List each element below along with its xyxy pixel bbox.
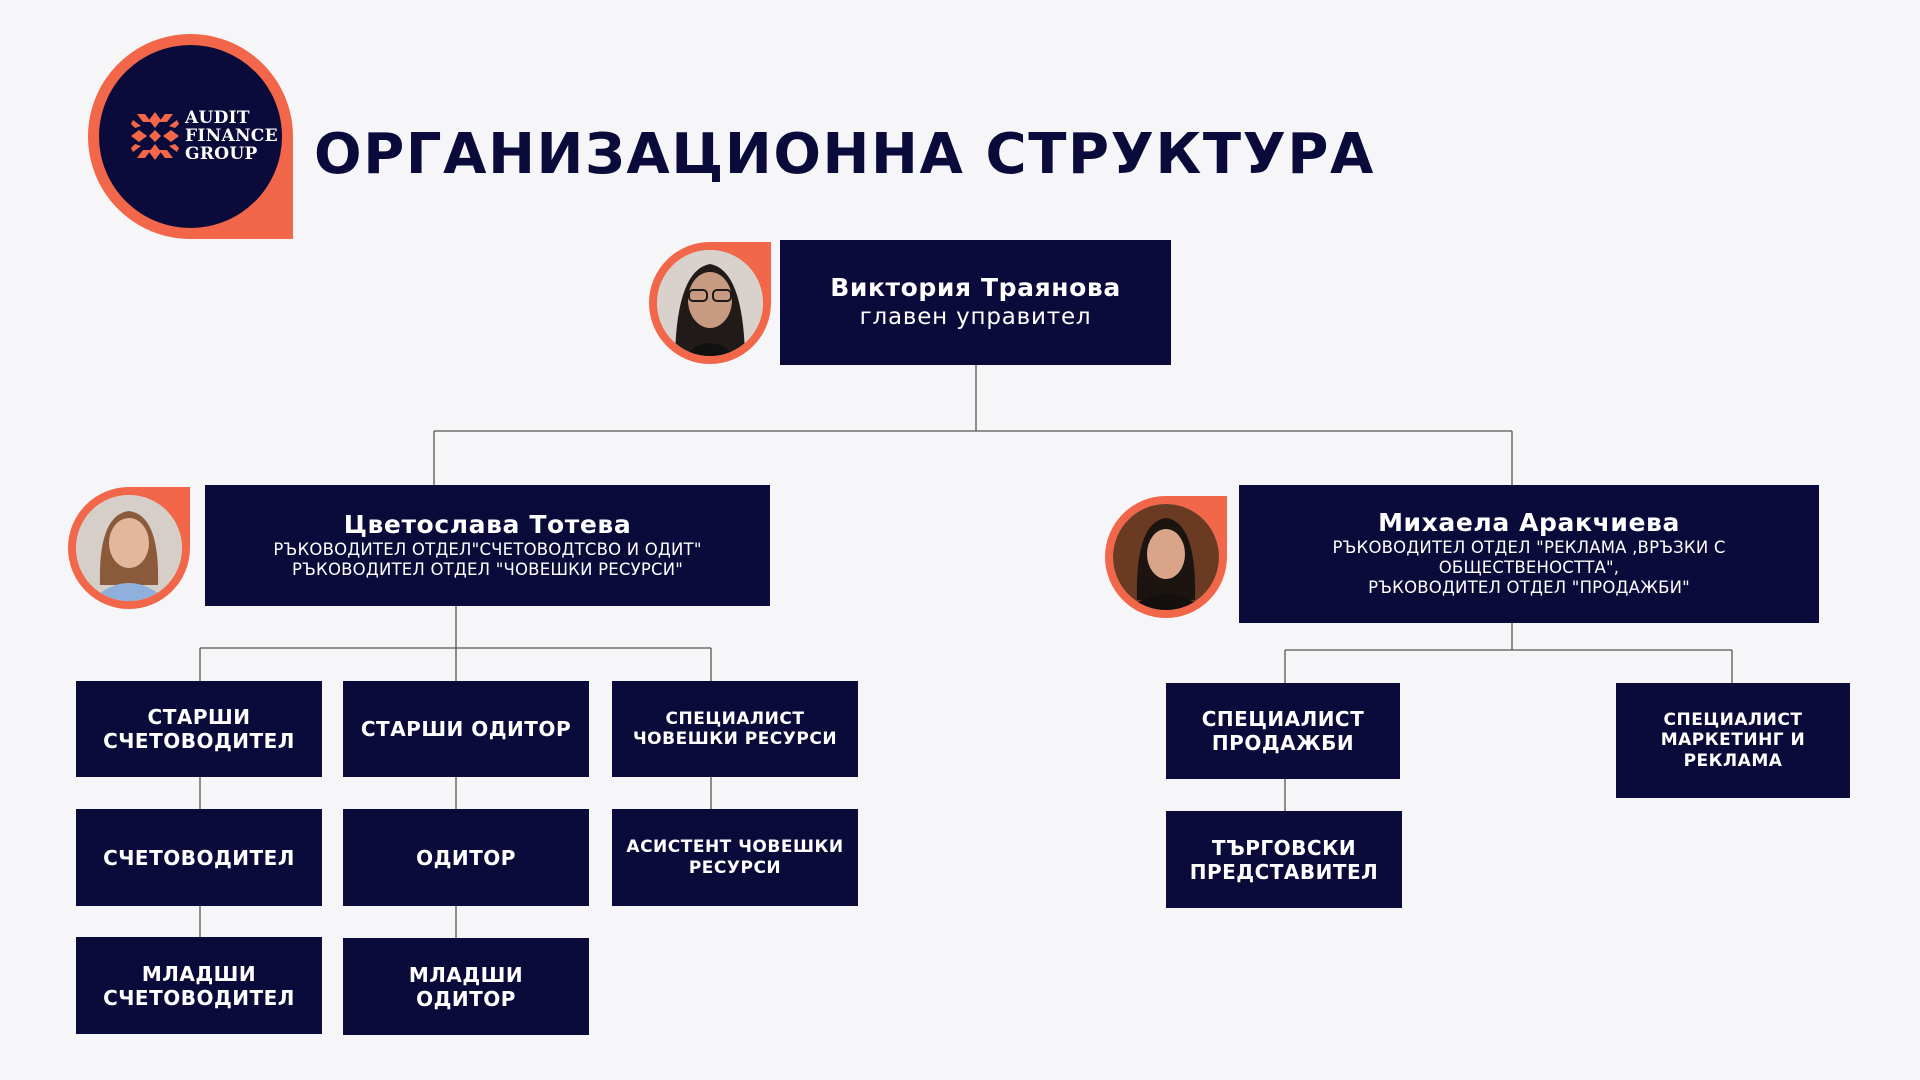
sales-rep-label-2: ПРЕДСТАВИТЕЛ [1189, 859, 1379, 884]
senior-accountant-box: СТАРШИ СЧЕТОВОДИТЕЛ [76, 681, 322, 777]
senior-accountant-label-2: СЧЕТОВОДИТЕЛ [103, 729, 295, 753]
hr-specialist-label-2: ЧОВЕШКИ РЕСУРСИ [632, 729, 838, 749]
senior-accountant-label-1: СТАРШИ [147, 705, 251, 729]
sales-specialist-label-2: ПРОДАЖБИ [1211, 731, 1355, 755]
logo-line-group: GROUP [185, 144, 258, 164]
logo-mark-icon [131, 112, 179, 160]
hr-specialist-box: СПЕЦИАЛИСТ ЧОВЕШКИ РЕСУРСИ [612, 681, 858, 777]
ceo-title: главен управител [859, 303, 1092, 330]
left-head-position-2: РЪКОВОДИТЕЛ ОТДЕЛ "ЧОВЕШКИ РЕСУРСИ" [291, 559, 684, 579]
junior-accountant-box: МЛАДШИ СЧЕТОВОДИТЕЛ [76, 937, 322, 1034]
page-title: ОРГАНИЗАЦИОННА СТРУКТУРА [314, 122, 1375, 187]
sales-specialist-box: СПЕЦИАЛИСТ ПРОДАЖБИ [1166, 683, 1400, 779]
logo-line-finance: FINANCE [185, 126, 278, 146]
avatar-ceo-photo [657, 250, 763, 356]
ceo-card: Виктория Траянова главен управител [780, 240, 1171, 365]
auditor-label: ОДИТОР [416, 845, 516, 870]
marketing-specialist-label-2: МАРКЕТИНГ И [1660, 730, 1806, 751]
marketing-specialist-box: СПЕЦИАЛИСТ МАРКЕТИНГ И РЕКЛАМА [1616, 683, 1850, 798]
logo-circle: AUDIT FINANCE GROUP [99, 45, 282, 228]
left-head-card: Цветослава Тотева РЪКОВОДИТЕЛ ОТДЕЛ"СЧЕТ… [205, 485, 770, 606]
hr-assistant-label-1: АСИСТЕНТ ЧОВЕШКИ [626, 837, 844, 858]
company-logo: AUDIT FINANCE GROUP [88, 34, 293, 239]
junior-auditor-box: МЛАДШИ ОДИТОР [343, 938, 589, 1035]
hr-assistant-label-2: РЕСУРСИ [688, 857, 782, 878]
hr-assistant-box: АСИСТЕНТ ЧОВЕШКИ РЕСУРСИ [612, 809, 858, 906]
left-head-position-1: РЪКОВОДИТЕЛ ОТДЕЛ"СЧЕТОВОДТСВО И ОДИТ" [273, 539, 702, 559]
avatar-right-head [1105, 496, 1227, 618]
marketing-specialist-label-1: СПЕЦИАЛИСТ [1663, 709, 1803, 730]
right-head-name: Михаела Аракчиева [1378, 508, 1680, 538]
accountant-box: СЧЕТОВОДИТЕЛ [76, 809, 322, 906]
ceo-name: Виктория Траянова [830, 272, 1121, 302]
senior-auditor-label: СТАРШИ ОДИТОР [360, 717, 572, 741]
right-head-position-2: ОБЩЕСТВЕНОСТТА", [1438, 558, 1620, 578]
auditor-box: ОДИТОР [343, 809, 589, 906]
person-photo-icon [657, 250, 763, 356]
person-photo-icon [76, 495, 182, 601]
junior-accountant-label-1: МЛАДШИ [141, 961, 257, 986]
sales-specialist-label-1: СПЕЦИАЛИСТ [1201, 707, 1365, 731]
right-head-card: Михаела Аракчиева РЪКОВОДИТЕЛ ОТДЕЛ "РЕК… [1239, 485, 1819, 623]
avatar-ceo [649, 242, 771, 364]
person-photo-icon [1113, 504, 1219, 610]
senior-auditor-box: СТАРШИ ОДИТОР [343, 681, 589, 777]
left-head-name: Цветослава Тотева [343, 510, 632, 539]
logo-line-audit: AUDIT [185, 108, 250, 128]
right-head-position-3: РЪКОВОДИТЕЛ ОТДЕЛ "ПРОДАЖБИ" [1368, 578, 1690, 598]
sales-rep-label-1: ТЪРГОВСКИ [1211, 835, 1357, 860]
junior-auditor-label: МЛАДШИ ОДИТОР [408, 962, 524, 1011]
avatar-left-head [68, 487, 190, 609]
right-head-position-1: РЪКОВОДИТЕЛ ОТДЕЛ "РЕКЛАМА ,ВРЪЗКИ С [1332, 538, 1726, 558]
sales-rep-box: ТЪРГОВСКИ ПРЕДСТАВИТЕЛ [1166, 811, 1402, 908]
avatar-right-head-photo [1113, 504, 1219, 610]
logo-wordmark: AUDIT FINANCE GROUP [185, 109, 278, 163]
junior-accountant-label-2: СЧЕТОВОДИТЕЛ [103, 985, 295, 1010]
marketing-specialist-label-3: РЕКЛАМА [1683, 750, 1783, 771]
hr-specialist-label-1: СПЕЦИАЛИСТ [665, 708, 805, 729]
accountant-label: СЧЕТОВОДИТЕЛ [103, 845, 295, 870]
avatar-left-head-photo [76, 495, 182, 601]
